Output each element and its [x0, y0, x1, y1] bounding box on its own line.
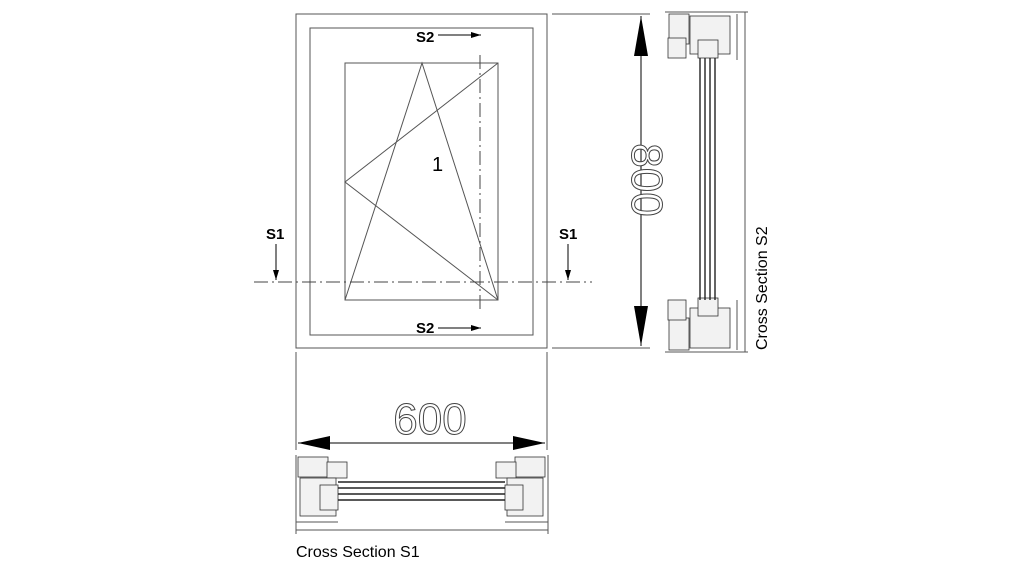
cross-section-s2-title: Cross Section S2 — [754, 226, 771, 350]
s2-label-top: S2 — [416, 29, 434, 46]
inner-frame — [309, 27, 534, 336]
cross-section-s1 — [295, 455, 549, 534]
sash — [344, 62, 499, 301]
turn-opening-symbol — [344, 62, 499, 301]
s2-label-bottom: S2 — [416, 320, 434, 337]
sash-number: 1 — [432, 154, 443, 176]
cross-section-s2 — [665, 11, 748, 353]
s1-label-right: S1 — [559, 226, 577, 243]
outer-frame — [295, 13, 548, 349]
cross-section-s1-title: Cross Section S1 — [296, 544, 420, 561]
height-dimension: 800 — [622, 143, 671, 216]
s1-label-left: S1 — [266, 226, 284, 243]
width-dimension: 600 — [393, 395, 466, 444]
tilt-opening-symbol — [344, 61, 499, 301]
